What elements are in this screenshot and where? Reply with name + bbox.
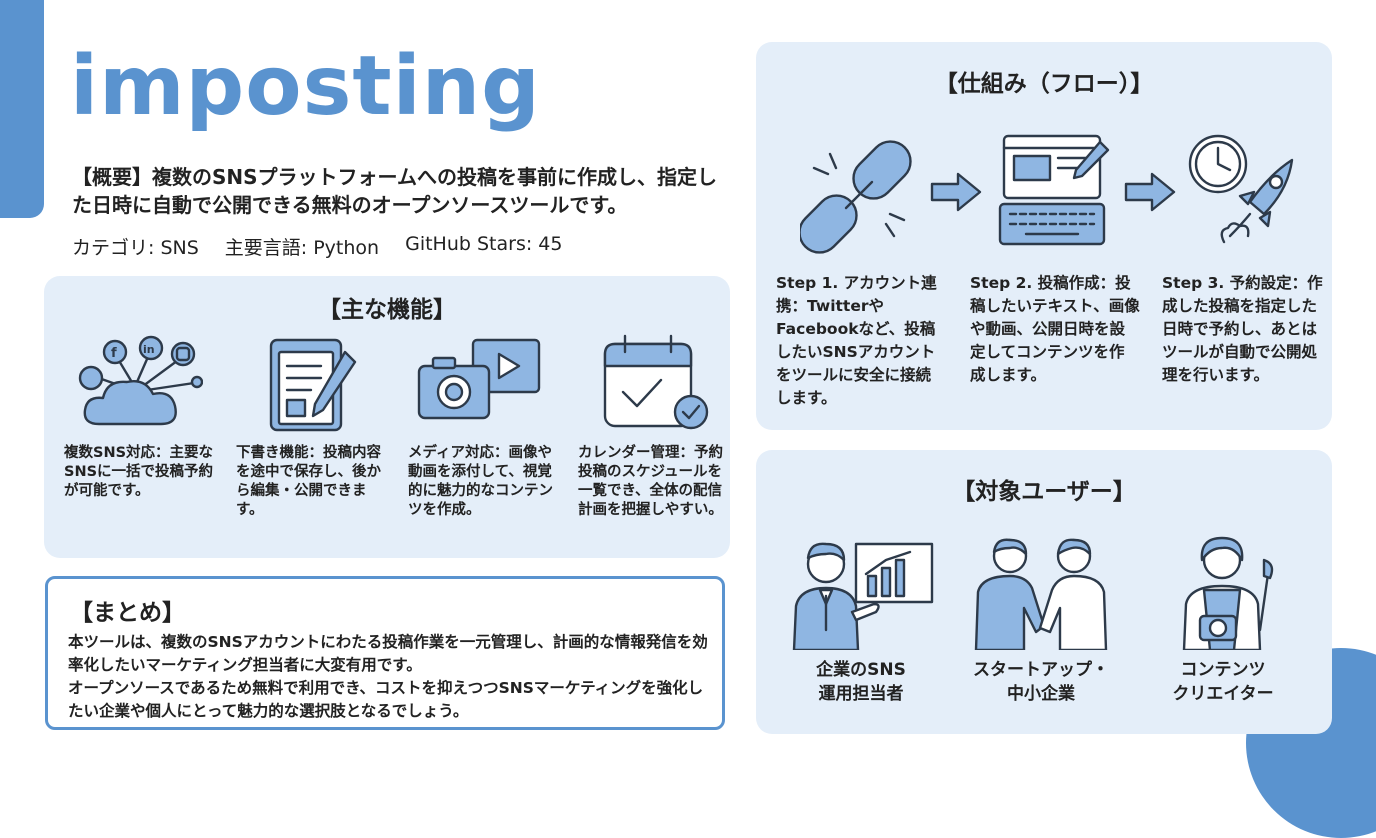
link-chain-icon	[800, 140, 912, 254]
presenter-chart-icon	[792, 542, 934, 650]
meta-info: カテゴリ: SNS 主要言語: Python GitHub Stars: 45	[72, 233, 562, 260]
user-label-startup: スタートアップ・ 中小企業	[956, 658, 1126, 706]
notepad-pencil-icon	[269, 338, 357, 432]
feature-item-media: メディア対応：画像や動画を添付して、視覚的に魅力的なコンテンツを作成。	[394, 332, 560, 520]
stars-label: GitHub Stars: 45	[405, 233, 563, 255]
feature-text-calendar: カレンダー管理：予約投稿のスケジュールを一覧でき、全体の配信計画を把握しやすい。	[578, 445, 723, 518]
user-label-line-2: 中小企業	[1007, 684, 1075, 704]
step-1-text: Step 1. アカウント連携：TwitterやFacebookなど、投稿したい…	[776, 274, 937, 407]
arrow-right-icon	[1124, 172, 1176, 212]
feature-text-media: メディア対応：画像や動画を添付して、視覚的に魅力的なコンテンツを作成。	[408, 445, 553, 518]
cloud-social-icon: f in	[78, 335, 203, 426]
user-item-creator: コンテンツ クリエイター	[1138, 534, 1308, 706]
feature-text-draft: 下書き機能：投稿内容を途中で保存し、後から編集・公開できます。	[236, 445, 381, 518]
summary-body: 本ツールは、複数のSNSアカウントにわたる投稿作業を一元管理し、計画的な情報発信…	[68, 631, 708, 723]
browser-keyboard-icon	[998, 134, 1110, 246]
flow-panel: 【仕組み（フロー）】 Step 1. アカウント	[756, 42, 1332, 430]
users-panel: 【対象ユーザー】 企業のSNS 運用担当者	[756, 450, 1332, 734]
overview-text: 【概要】複数のSNSプラットフォームへの投稿を事前に作成し、指定した日時に自動で…	[72, 165, 717, 217]
flow-heading: 【仕組み（フロー）】	[934, 71, 1154, 97]
step-3-text: Step 3. 予約設定：作成した投稿を指定した日時で予約し、あとはツールが自動…	[1162, 274, 1323, 384]
user-label-creator: コンテンツ クリエイター	[1138, 658, 1308, 706]
user-label-sns-manager: 企業のSNS 運用担当者	[776, 658, 946, 706]
users-heading: 【対象ユーザー】	[952, 479, 1136, 505]
user-item-startup: スタートアップ・ 中小企業	[956, 534, 1126, 706]
user-label-line-2: 運用担当者	[818, 684, 904, 704]
feature-item-calendar: カレンダー管理：予約投稿のスケジュールを一覧でき、全体の配信計画を把握しやすい。	[564, 332, 730, 520]
calendar-check-icon	[603, 334, 709, 430]
summary-text-2: オープンソースであるため無料で利用でき、コストを抑えつつSNSマーケティングを強…	[68, 679, 704, 720]
creator-camera-icon	[1182, 536, 1274, 650]
summary-box: 【まとめ】 本ツールは、複数のSNSアカウントにわたる投稿作業を一元管理し、計画…	[45, 576, 725, 730]
svg-text:in: in	[143, 343, 155, 356]
features-panel: 【主な機能】 f in 複数SNS対応：主要なSNSに一括で投稿予約が可能です。	[44, 276, 730, 558]
step-2-text: Step 2. 投稿作成：投稿したいテキスト、画像や動画、公開日時を設定してコン…	[970, 274, 1140, 384]
summary-heading: 【まとめ】	[70, 600, 185, 626]
clock-rocket-icon	[1188, 134, 1294, 244]
arrow-right-icon	[930, 172, 982, 212]
user-item-sns-manager: 企業のSNS 運用担当者	[776, 534, 946, 706]
feature-item-multi-sns: f in 複数SNS対応：主要なSNSに一括で投稿予約が可能です。	[50, 332, 216, 501]
user-label-line-1: コンテンツ	[1180, 660, 1266, 680]
summary-text-1: 本ツールは、複数のSNSアカウントにわたる投稿作業を一元管理し、計画的な情報発信…	[68, 633, 708, 674]
user-label-line-1: スタートアップ・	[973, 660, 1109, 680]
feature-item-draft: 下書き機能：投稿内容を途中で保存し、後から編集・公開できます。	[222, 332, 388, 520]
user-label-line-2: クリエイター	[1172, 684, 1274, 704]
category-label: カテゴリ: SNS	[72, 237, 199, 259]
corner-decoration-top-left	[0, 0, 44, 218]
svg-text:f: f	[111, 346, 117, 361]
language-label: 主要言語: Python	[224, 237, 380, 259]
page-title: imposting	[70, 39, 541, 134]
features-heading: 【主な機能】	[318, 297, 456, 323]
feature-text-multi-sns: 複数SNS対応：主要なSNSに一括で投稿予約が可能です。	[64, 445, 214, 499]
user-label-line-1: 企業のSNS	[816, 660, 906, 680]
camera-video-icon	[417, 338, 541, 420]
handshake-icon	[974, 538, 1108, 650]
